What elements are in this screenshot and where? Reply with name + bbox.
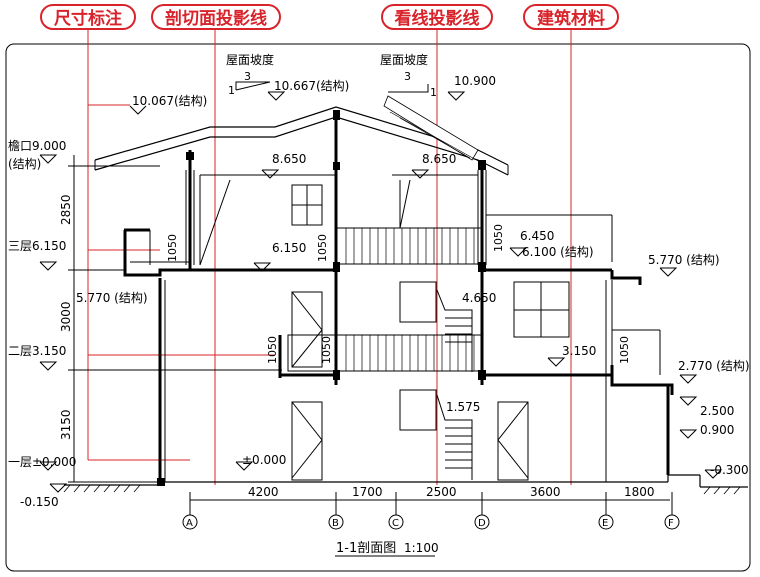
dim-railing-right-upper: 1050 xyxy=(492,224,505,252)
callout-material: 建筑材料 xyxy=(523,4,619,30)
elev-stair-landing-upper: 4.650 xyxy=(462,291,496,305)
section-fills xyxy=(157,110,486,486)
bottom-dim-chain xyxy=(189,492,673,516)
elev-first-floor: 一层±0.000 xyxy=(8,455,76,469)
axis-A: A xyxy=(186,518,193,529)
callout-dimension: 尺寸标注 xyxy=(40,4,136,30)
elev-roof-ridge-mid: 10.667(结构) xyxy=(274,78,349,93)
structure xyxy=(123,110,674,485)
elev-ground-right: -0.300 xyxy=(710,463,749,477)
dim-floor2: 3000 xyxy=(59,301,73,332)
dim-parapet-left-upper: 1050 xyxy=(166,234,179,262)
windows-doors xyxy=(291,184,570,481)
dim-railing-mid-upper: 1050 xyxy=(316,234,329,262)
roof-slope-rise-right: 1 xyxy=(430,86,437,99)
elev-roof-top: 10.900 xyxy=(454,74,496,88)
elev-second-floor-mark: 3.150 xyxy=(562,344,596,358)
roof-slope-label-right: 屋面坡度 xyxy=(380,52,428,67)
elev-stair-landing-lower: 1.575 xyxy=(446,400,480,414)
railing-balusters xyxy=(345,228,475,371)
elev-second-floor: 二层3.150 xyxy=(8,344,66,358)
railings xyxy=(287,227,483,372)
drawing-frame xyxy=(5,43,751,572)
dim-railing-mid-lower: 1050 xyxy=(320,336,333,364)
caption-scale: 1:100 xyxy=(404,541,439,555)
elev-third-floor-mark: 6.150 xyxy=(272,241,306,255)
red-leader-lines xyxy=(87,30,572,485)
axis-D: D xyxy=(478,518,486,529)
roof-slope-run-right: 3 xyxy=(404,70,411,83)
ground-hatch xyxy=(63,484,741,495)
roof-slope-run-left: 3 xyxy=(244,70,251,83)
roof-slope-rise-left: 1 xyxy=(228,84,235,97)
elev-eave: 檐口9.000 xyxy=(8,139,66,153)
elev-third-ceiling-right: 8.650 xyxy=(422,152,456,166)
hdim-4: 3600 xyxy=(530,485,561,499)
elev-terrace-right: 5.770 (结构) xyxy=(648,252,720,267)
hdim-2: 1700 xyxy=(352,485,383,499)
callout-cut-line: 剖切面投影线 xyxy=(151,4,281,30)
level-markers xyxy=(39,91,723,493)
hdim-5: 1800 xyxy=(624,485,655,499)
elev-terrace-left: 5.770 (结构) xyxy=(76,290,148,305)
dim-floor3: 2850 xyxy=(59,194,73,225)
elev-right-wing-roof: 2.770 (结构) xyxy=(678,358,750,373)
callout-view-line: 看线投影线 xyxy=(381,4,493,30)
elev-ground-left: -0.150 xyxy=(20,495,59,509)
axis-B: B xyxy=(332,518,339,529)
caption-title: 1-1剖面图 xyxy=(336,541,396,556)
dim-railing-left-lower: 1050 xyxy=(266,336,279,364)
elev-balcony-top: 6.450 xyxy=(520,229,554,243)
axis-circles xyxy=(182,514,680,530)
stairs xyxy=(436,289,473,480)
walls-thin xyxy=(130,170,661,482)
left-dim-chain xyxy=(68,155,282,483)
elev-third-ceiling-left: 8.650 xyxy=(272,152,306,166)
axis-F: F xyxy=(668,518,674,529)
hdim-1: 4200 xyxy=(248,485,279,499)
dim-floor1: 3150 xyxy=(59,409,73,440)
elev-window-top-right: 2.500 xyxy=(700,404,734,418)
roof-slope-label-left: 屋面坡度 xyxy=(226,52,274,67)
roof-slope-marks xyxy=(235,81,429,93)
dim-parapet-right-lower: 1050 xyxy=(618,336,631,364)
hdim-3: 2500 xyxy=(426,485,457,499)
axis-C: C xyxy=(392,518,399,529)
axis-E: E xyxy=(602,518,608,529)
elev-roof-ridge-left: 10.067(结构) xyxy=(132,93,207,108)
elev-balcony-floor: 6.100 (结构) xyxy=(522,244,594,259)
elev-first-floor-mark: ±0.000 xyxy=(242,453,286,467)
elev-window-sill-right: 0.900 xyxy=(700,423,734,437)
elev-eave-struct: (结构) xyxy=(8,156,41,171)
elev-third-floor: 三层6.150 xyxy=(8,239,66,253)
